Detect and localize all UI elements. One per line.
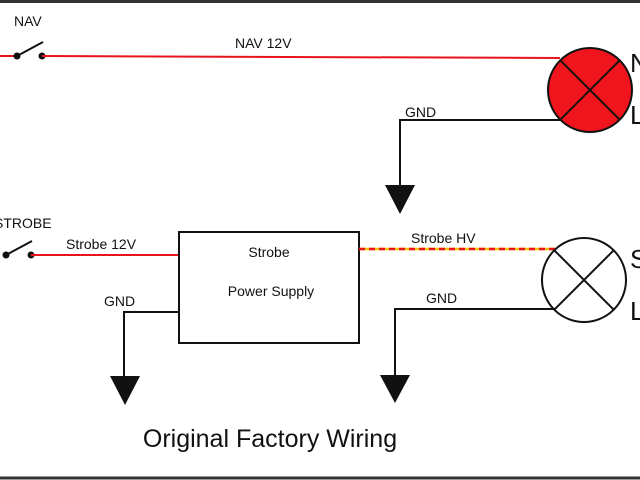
strobe-switch-label: STROBE [0,215,52,231]
power-supply-label-line2: Power Supply [228,283,314,299]
nav-power-wire-label: NAV 12V [235,35,292,51]
nav-circuit: NAV NAV 12V N L GND [0,13,640,214]
supply-ground-symbol-icon [110,376,140,405]
supply-ground-wire-label: GND [104,293,135,309]
power-supply-label-line1: Strobe [248,244,289,260]
strobe-lamp-label-line1: S [630,244,640,274]
strobe-ground-symbol-icon [380,375,410,403]
nav-ground-wire-label: GND [405,104,436,120]
strobe-ground-wire-label: GND [426,290,457,306]
strobe-ground-wire [394,308,555,377]
nav-switch-label: NAV [14,13,42,29]
strobe-power-wire-label: Strobe 12V [66,236,137,252]
nav-lamp-icon [547,47,633,133]
strobe-lamp-label-line2: L [630,296,640,326]
strobe-lamp-icon [541,237,627,323]
supply-ground-wire [123,311,179,378]
nav-lamp-label-line2: L [630,100,640,130]
nav-power-wire [41,55,561,59]
nav-lamp-label-line1: N [630,48,640,78]
strobe-circuit: STROBE Strobe 12V Strobe Power Supply GN… [0,215,640,405]
nav-ground-symbol-icon [385,185,415,214]
strobe-switch-icon [2,240,35,259]
nav-ground-wire [399,119,560,186]
nav-switch-icon [0,41,46,60]
strobe-hv-wire-label: Strobe HV [411,230,476,246]
diagram-title: Original Factory Wiring [143,425,397,453]
strobe-power-supply-box: Strobe Power Supply [178,231,360,344]
